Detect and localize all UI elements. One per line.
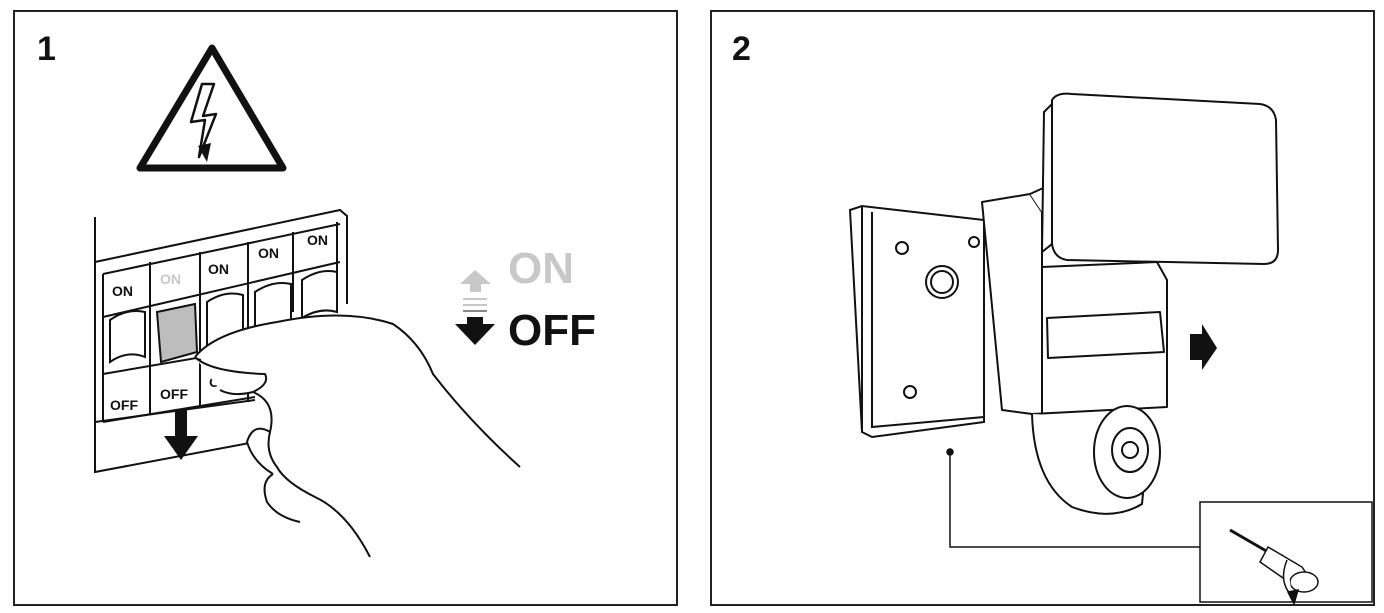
legend-on-label: ON xyxy=(508,244,574,293)
down-arrow-icon xyxy=(164,409,198,460)
step-1-panel: 1 xyxy=(13,10,678,606)
screw-callout xyxy=(946,448,1200,548)
floodlight-panel xyxy=(1040,92,1280,266)
down-arrow-legend-icon xyxy=(455,317,495,345)
step-2-illustration xyxy=(848,92,1373,604)
legend-off-label: OFF xyxy=(508,306,596,355)
breaker-1-off-label: OFF xyxy=(110,397,138,413)
rotate-arrow-icon xyxy=(1286,589,1300,604)
breaker-2-on-label: ON xyxy=(160,271,181,287)
step-2-panel: 2 xyxy=(710,10,1375,606)
breaker-panel xyxy=(94,208,348,474)
breaker-1-on-label: ON xyxy=(112,283,133,299)
step-number: 2 xyxy=(732,30,751,68)
breaker-5-on-label: ON xyxy=(307,232,328,248)
camera-dome xyxy=(1031,405,1161,515)
screwdriver-inset xyxy=(1199,501,1373,604)
step-1-illustration: ON ON ON ON ON OFF OFF OFF xyxy=(94,44,521,558)
up-arrow-icon xyxy=(460,270,491,292)
wall-mounting-plate xyxy=(848,204,985,439)
hand-illustration xyxy=(194,314,521,558)
right-arrow-icon xyxy=(1190,324,1217,370)
electric-hazard-icon xyxy=(136,44,287,172)
on-off-legend-arrows xyxy=(455,270,495,345)
breaker-4-on-label: ON xyxy=(258,245,279,261)
breaker-2-off-label: OFF xyxy=(160,386,188,402)
camera-body xyxy=(981,183,1168,415)
breaker-3-on-label: ON xyxy=(208,261,229,277)
step-number: 1 xyxy=(37,30,56,68)
